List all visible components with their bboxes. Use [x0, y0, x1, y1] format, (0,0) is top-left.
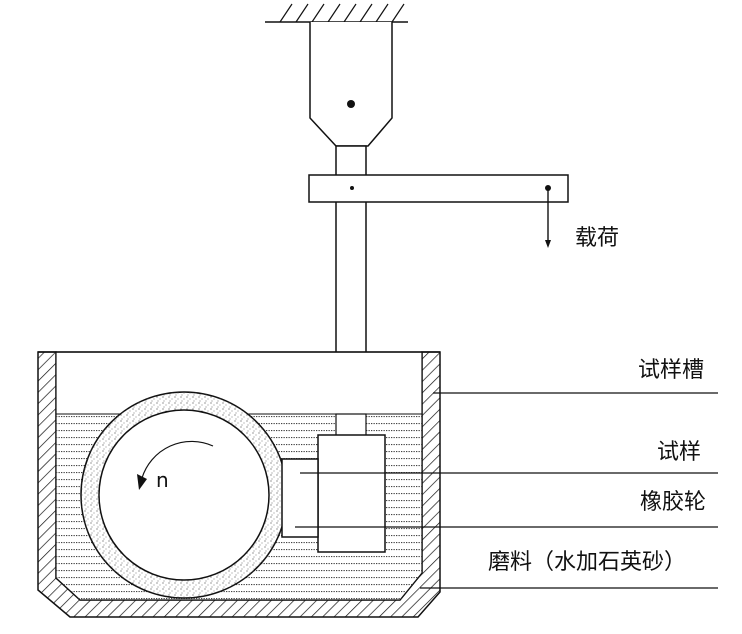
specimen-holder — [317, 434, 386, 553]
pivot-point — [347, 100, 355, 108]
ceiling-support — [265, 3, 408, 23]
rod-submerged — [335, 413, 367, 437]
load-arrow-head — [545, 240, 551, 248]
sample-tank-label: 试样槽 — [638, 358, 705, 383]
sample-label: 试样 — [657, 440, 702, 465]
abrasive-label: 磨料（水加石英砂） — [488, 550, 687, 575]
rotation-label: n — [156, 468, 169, 492]
rotation-arrow — [141, 440, 214, 479]
rubber-wheel-label: 橡胶轮 — [640, 490, 707, 515]
pivot-housing — [309, 22, 393, 147]
rubber-wheel — [80, 391, 288, 599]
specimen — [281, 458, 319, 538]
lever-arm — [308, 174, 569, 203]
leader-lines — [295, 392, 718, 589]
load-label: 载荷 — [575, 226, 620, 251]
lever-pivot-dot — [350, 186, 354, 190]
